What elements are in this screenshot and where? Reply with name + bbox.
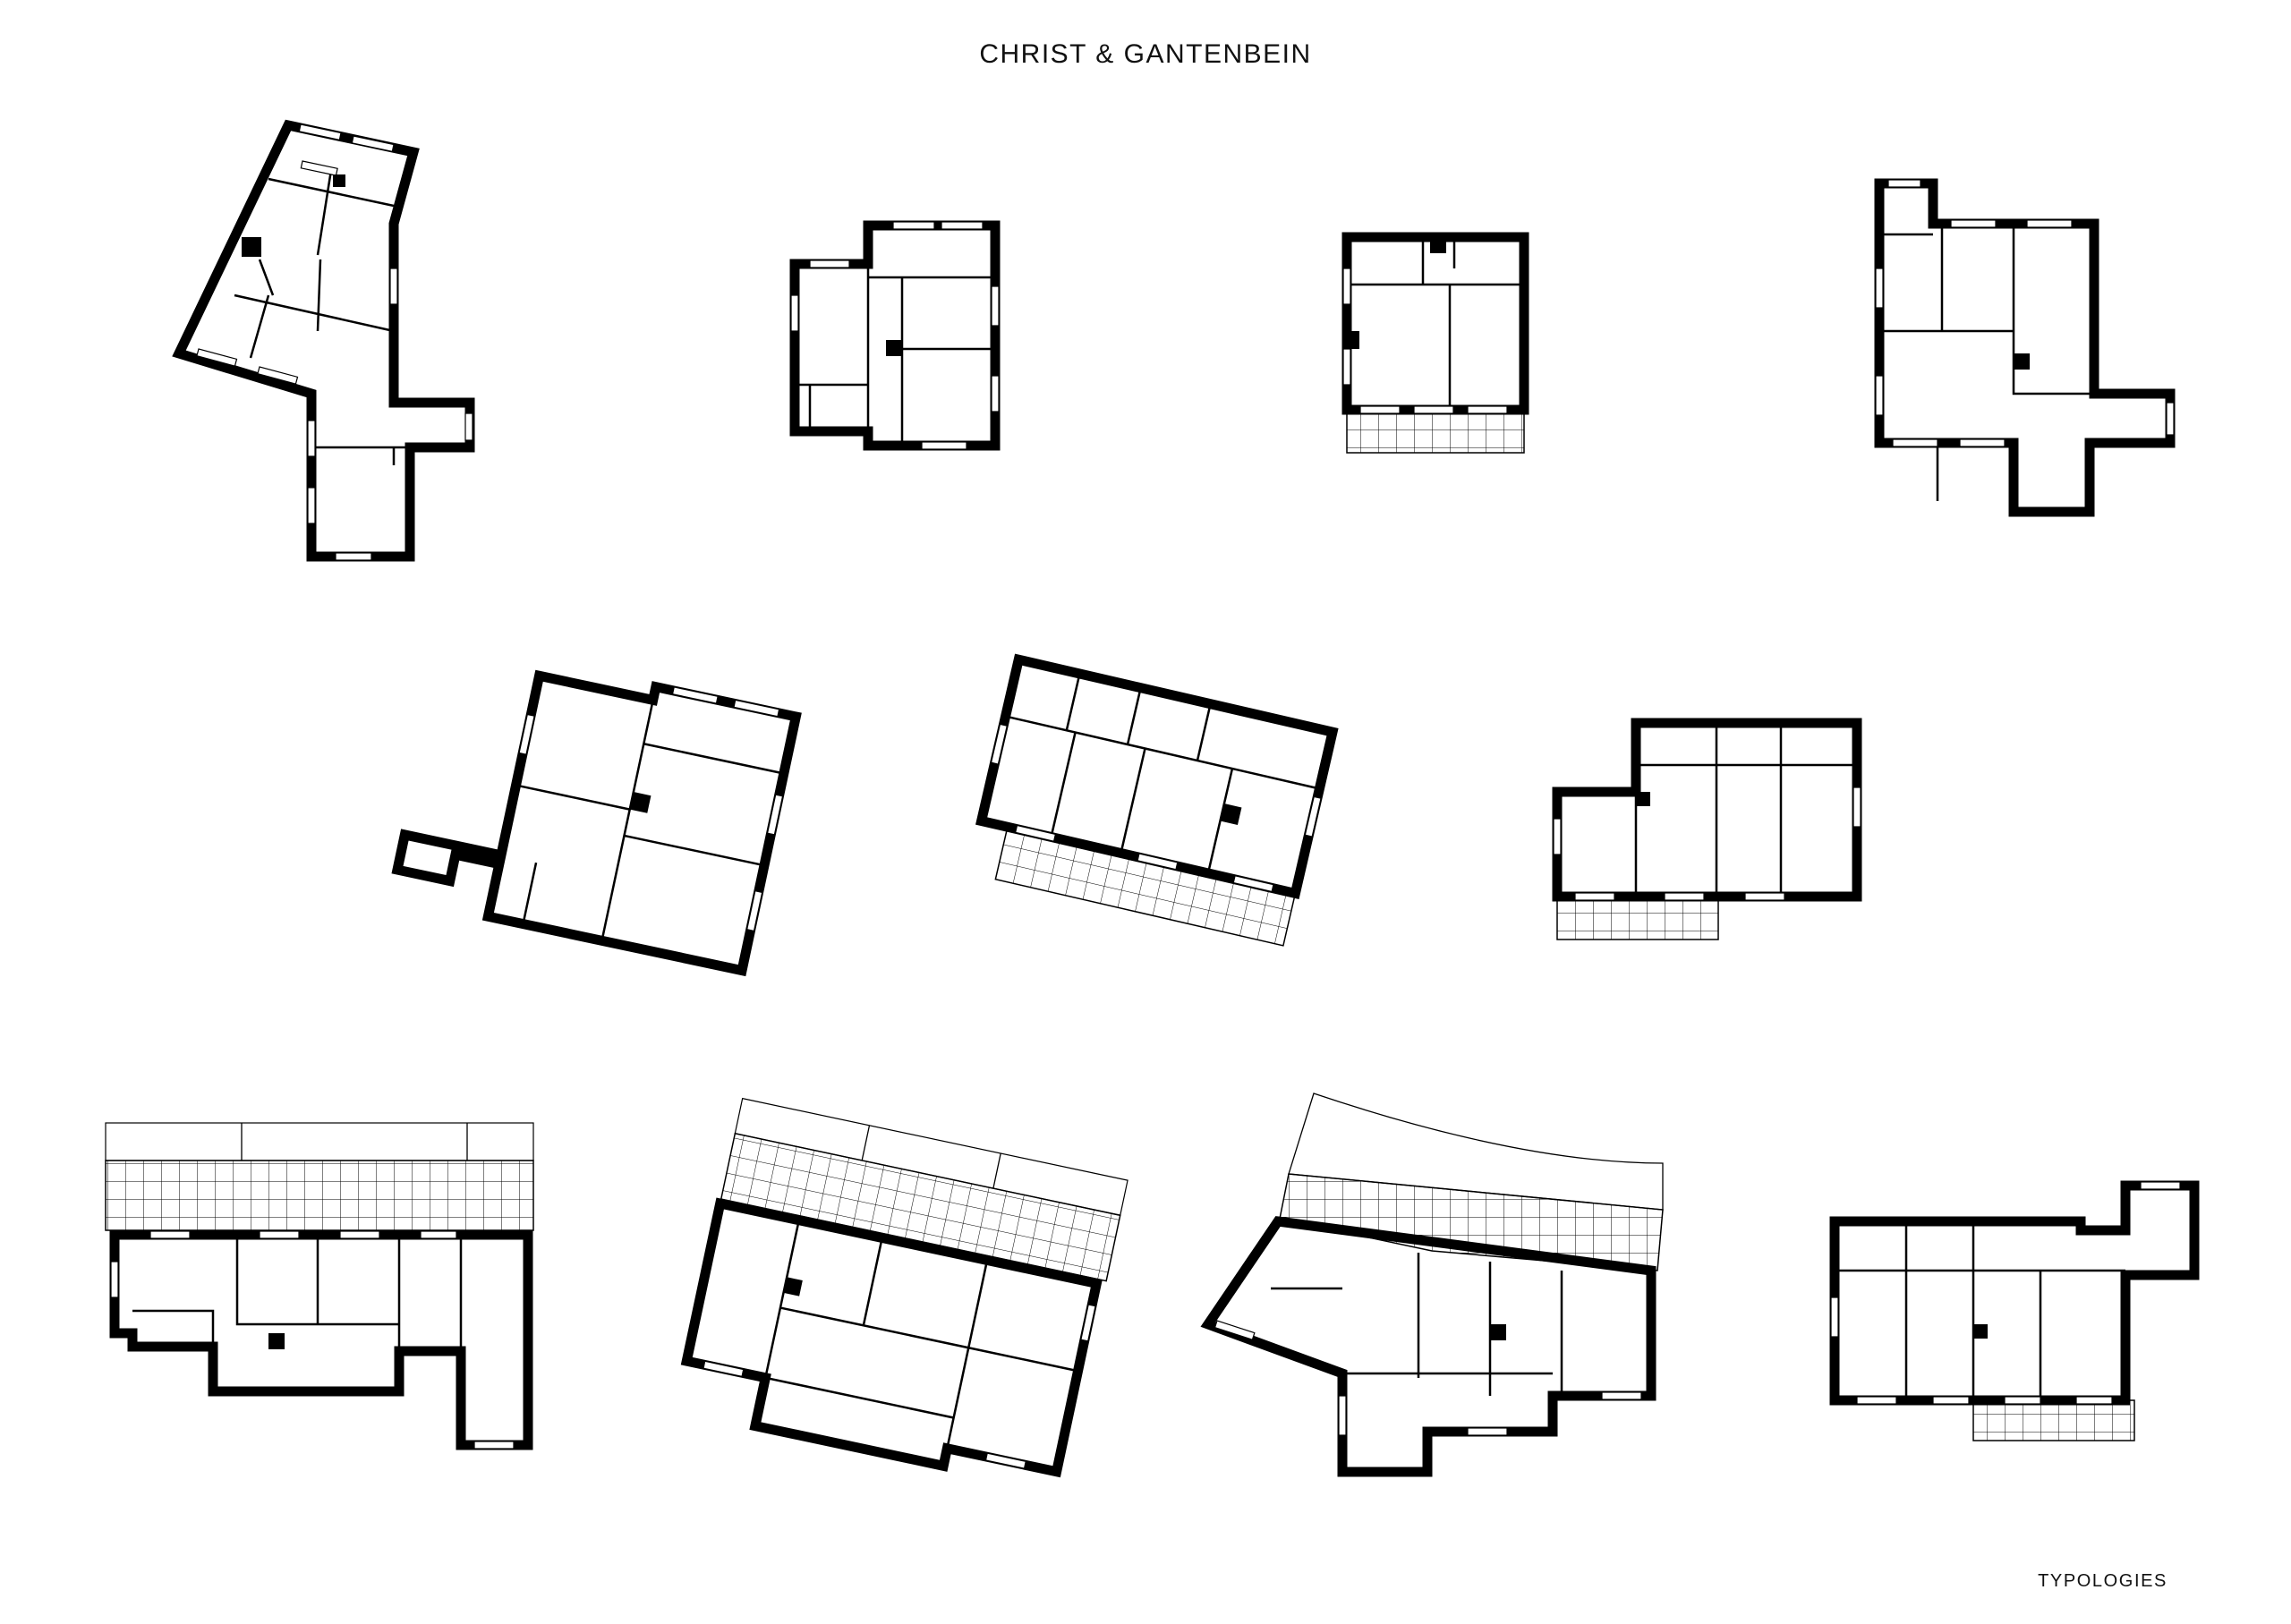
floor-plan-1: [172, 119, 475, 562]
floor-plan-6: [975, 653, 1339, 947]
floor-plan-9: [680, 1097, 1128, 1478]
floor-plan-7: [1552, 718, 1862, 940]
floor-plan-3: [1341, 232, 1529, 454]
floor-plan-10: [1200, 1093, 1664, 1477]
floor-plan-4: [1874, 178, 2176, 517]
floor-plan-5: [391, 669, 802, 977]
floor-plan-8: [105, 1122, 534, 1450]
floor-plan-11: [1829, 1180, 2200, 1441]
page-title: CHRIST & GANTENBEIN: [979, 39, 1312, 69]
sheet-label: TYPOLOGIES: [2038, 1571, 2168, 1591]
floor-plan-2: [789, 220, 1001, 451]
